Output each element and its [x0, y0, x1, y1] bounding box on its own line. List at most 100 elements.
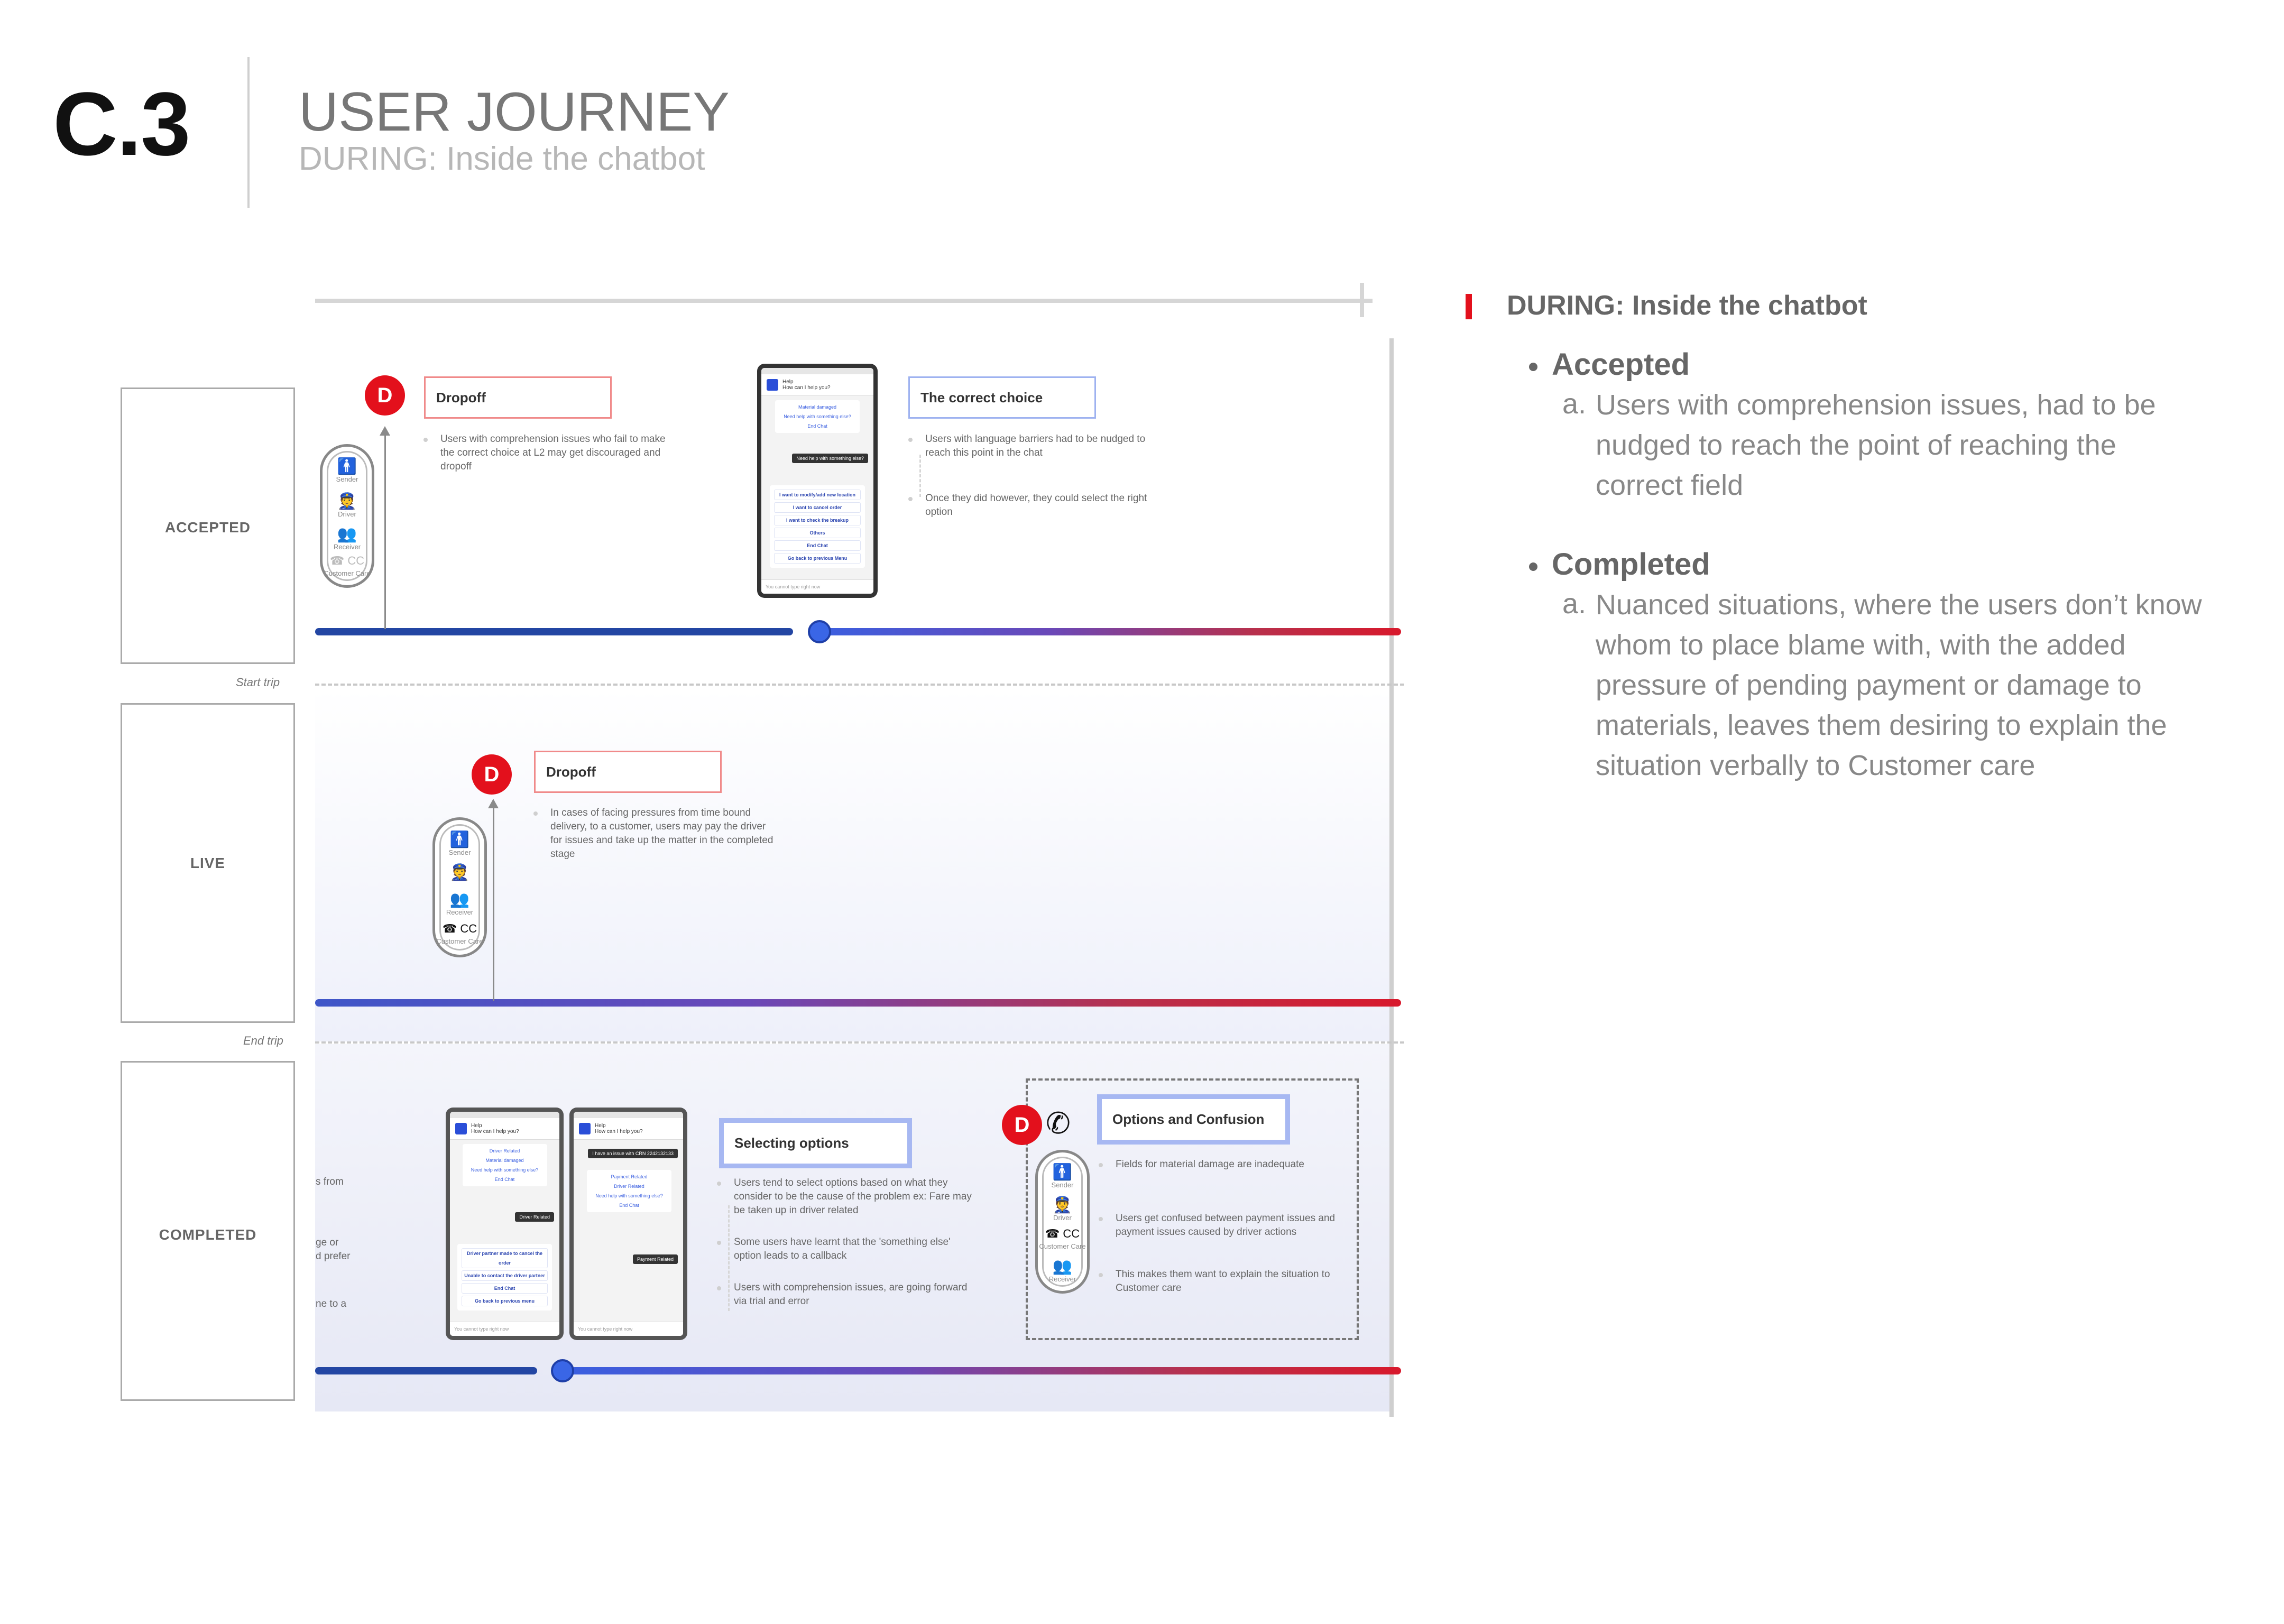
phone-buttons-card: Driver partner made to cancel the order …	[457, 1244, 552, 1311]
chat-button[interactable]: I want to modify/add new location	[774, 490, 861, 500]
right-panel-accepted-text: Users with comprehension issues, had to …	[1596, 389, 2156, 501]
live-dropoff-callout: Dropoff	[534, 751, 722, 793]
chat-input[interactable]: You cannot type right now	[574, 1322, 683, 1336]
actor-label: Driver	[1053, 1214, 1072, 1222]
chatbot-avatar	[579, 1123, 591, 1134]
stage-box-live: LIVE	[121, 703, 295, 1023]
accepted-actor-pill-inner	[327, 451, 367, 581]
chat-header-name: Help	[471, 1123, 482, 1129]
end-trip-label: End trip	[243, 1034, 283, 1047]
chat-option[interactable]: Need help with something else?	[595, 1193, 663, 1198]
receiver-icon: 👥	[337, 525, 357, 543]
completed-dropoff-marker: D	[1002, 1105, 1042, 1145]
chat-header-sub: How can I help you?	[782, 385, 831, 391]
live-dropoff-note: In cases of facing pressures from time b…	[530, 806, 779, 861]
actor-receiver: 👥 Receiver	[435, 891, 484, 917]
driver-icon: 👮	[337, 493, 357, 510]
timeline-top-bar	[315, 299, 1373, 303]
phone-status-bar	[761, 368, 873, 374]
selecting-options-callout: Selecting options	[719, 1118, 912, 1168]
chat-button[interactable]: Driver partner made to cancel the order	[462, 1248, 548, 1268]
chat-header-name: Help	[595, 1123, 606, 1129]
chat-button[interactable]: End Chat	[774, 540, 861, 551]
correct-choice-note-connector	[919, 455, 921, 497]
chat-option[interactable]: Need help with something else?	[784, 414, 851, 419]
correct-choice-callout: The correct choice	[908, 376, 1096, 419]
correct-choice-note: Users with language barriers had to be n…	[905, 432, 1159, 460]
sender-icon: 🚹	[1052, 1164, 1073, 1181]
right-panel-completed-text: Nuanced situations, where the users don’…	[1596, 589, 2202, 781]
driver-icon: 👮	[1052, 1196, 1073, 1214]
chat-header-name: Help	[782, 379, 794, 385]
actor-label: Driver	[338, 510, 356, 518]
accepted-dropoff-note: Users with comprehension issues who fail…	[420, 432, 669, 474]
live-actor-pill-inner	[439, 824, 480, 951]
sender-icon: 🚹	[449, 831, 470, 848]
chat-button[interactable]: End Chat	[462, 1283, 548, 1294]
list-letter: a.	[1562, 388, 1587, 420]
live-actor-pill: 🚹 Sender 👮 👥 Receiver ☎ CC Customer Care	[432, 817, 487, 957]
chat-button[interactable]: Unable to contact the driver partner	[462, 1270, 548, 1281]
phone-icon: ☎ CC	[442, 922, 477, 935]
chat-option[interactable]: Need help with something else?	[471, 1167, 539, 1173]
phone-options-card: Payment Related Driver Related Need help…	[587, 1170, 671, 1212]
actor-label: Receiver	[333, 543, 361, 551]
chat-input[interactable]: You cannot type right now	[761, 579, 873, 594]
selecting-notes-connector	[728, 1205, 730, 1311]
chat-option[interactable]: Driver Related	[489, 1148, 520, 1154]
accepted-dropoff-marker: D	[365, 375, 405, 416]
actor-label: Customer Care	[324, 569, 371, 577]
chat-button[interactable]: Go back to previous menu	[462, 1296, 548, 1306]
completed-progress-dot[interactable]	[551, 1359, 574, 1382]
phone-call-icon: ✆	[1046, 1106, 1071, 1140]
actor-driver: 👮 Driver	[1038, 1197, 1087, 1222]
right-panel-heading: DURING: Inside the chatbot	[1507, 290, 1867, 321]
end-trip-divider	[315, 1041, 1404, 1044]
sender-icon: 🚹	[337, 458, 357, 475]
cut-note: ne to a	[316, 1298, 347, 1309]
options-confusion-notes: Fields for material damage are inadequat…	[1095, 1158, 1344, 1307]
list-letter: a.	[1562, 588, 1587, 620]
bullet-dot	[1529, 562, 1537, 571]
chat-sent-message: Payment Related	[632, 1254, 678, 1264]
correct-choice-title: The correct choice	[920, 389, 1043, 405]
chat-option[interactable]: Material damaged	[798, 404, 837, 410]
completed-progress-remaining	[571, 1367, 1401, 1374]
chat-button[interactable]: I want to check the breakup	[774, 515, 861, 525]
chat-option[interactable]: Material damaged	[485, 1158, 524, 1163]
chat-option[interactable]: End Chat	[494, 1177, 515, 1182]
live-dropoff-arrowhead	[488, 799, 499, 808]
stage-box-completed: COMPLETED	[121, 1061, 295, 1401]
phone-options-card: Material damaged Need help with somethin…	[775, 400, 860, 433]
selecting-note: Users with comprehension issues, are goi…	[714, 1281, 973, 1308]
cut-note: ge or	[316, 1237, 339, 1248]
timeline-top-bar-end	[1360, 283, 1364, 317]
page-subtitle: DURING: Inside the chatbot	[299, 141, 705, 177]
actor-customer-care: ☎ CC Customer Care	[323, 552, 372, 577]
chat-option[interactable]: Driver Related	[614, 1184, 644, 1189]
chat-option[interactable]: End Chat	[619, 1203, 639, 1208]
accepted-dropoff-title: Dropoff	[436, 389, 486, 405]
chat-option[interactable]: End Chat	[807, 423, 827, 429]
chat-button[interactable]: Go back to previous Menu	[774, 553, 861, 564]
chat-button[interactable]: I want to cancel order	[774, 502, 861, 513]
receiver-icon: 👥	[449, 891, 470, 908]
chat-input[interactable]: You cannot type right now	[450, 1322, 559, 1336]
actor-label: Sender	[448, 848, 471, 856]
confusion-note: Users get confused between payment issue…	[1095, 1212, 1344, 1239]
actor-label: Sender	[336, 475, 358, 483]
accepted-dropoff-arrowhead	[380, 426, 390, 436]
stage-label-accepted: ACCEPTED	[164, 519, 251, 536]
options-confusion-title: Options and Confusion	[1112, 1111, 1265, 1127]
accepted-progress-dot[interactable]	[808, 620, 831, 643]
bullet-dot	[1529, 363, 1537, 371]
chat-option[interactable]: Payment Related	[611, 1174, 648, 1179]
chat-button[interactable]: Others	[774, 528, 861, 538]
